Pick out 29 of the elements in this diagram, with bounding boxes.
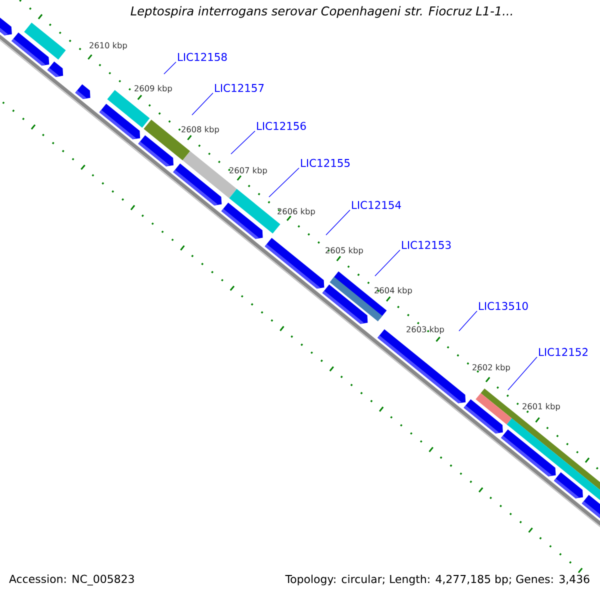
leader-line: [374, 250, 400, 276]
gene-label: LIC12152: [539, 348, 588, 356]
scale-label: 2605 kbp: [326, 247, 363, 255]
gene-label: LIC12154: [352, 200, 401, 210]
footer-text: Accession: NC_005823: [9, 574, 134, 586]
leader-line: [458, 310, 478, 332]
gene-label: LIC12156: [257, 122, 306, 130]
leader-line: [230, 130, 256, 154]
footer-text: Topology: circular; Length: 4,277,185 bp; Genes: 3,436: [285, 574, 590, 586]
leader-line: [326, 210, 350, 236]
gene-label: LIC13510: [479, 302, 528, 310]
gene-label: LIC12158: [178, 52, 227, 62]
scale-label: 2609 kbp: [134, 85, 172, 93]
scale-label: 2606 kbp: [278, 208, 315, 216]
scale-label: 2601 kbp: [522, 403, 560, 411]
leader-line: [164, 62, 176, 74]
gene-label: LIC12157: [215, 84, 264, 92]
scale-label: 2603 kbp: [406, 326, 444, 334]
leader-line: [508, 356, 538, 390]
scale-label: 2610 kbp: [90, 42, 127, 50]
leader-line: [192, 92, 214, 116]
title: Leptospira interrogans serovar Copenhageni str. Fiocruz L1-1...: [130, 6, 512, 18]
scale-label: 2608 kbp: [182, 126, 219, 134]
gene-label: LIC12155: [301, 158, 350, 168]
gene-label: LIC12153: [402, 240, 451, 250]
scale-label: 2607 kbp: [230, 167, 267, 175]
leader-line: [268, 168, 300, 198]
scale-label: 2602 kbp: [472, 364, 510, 372]
scale-label: 2604 kbp: [374, 287, 412, 295]
